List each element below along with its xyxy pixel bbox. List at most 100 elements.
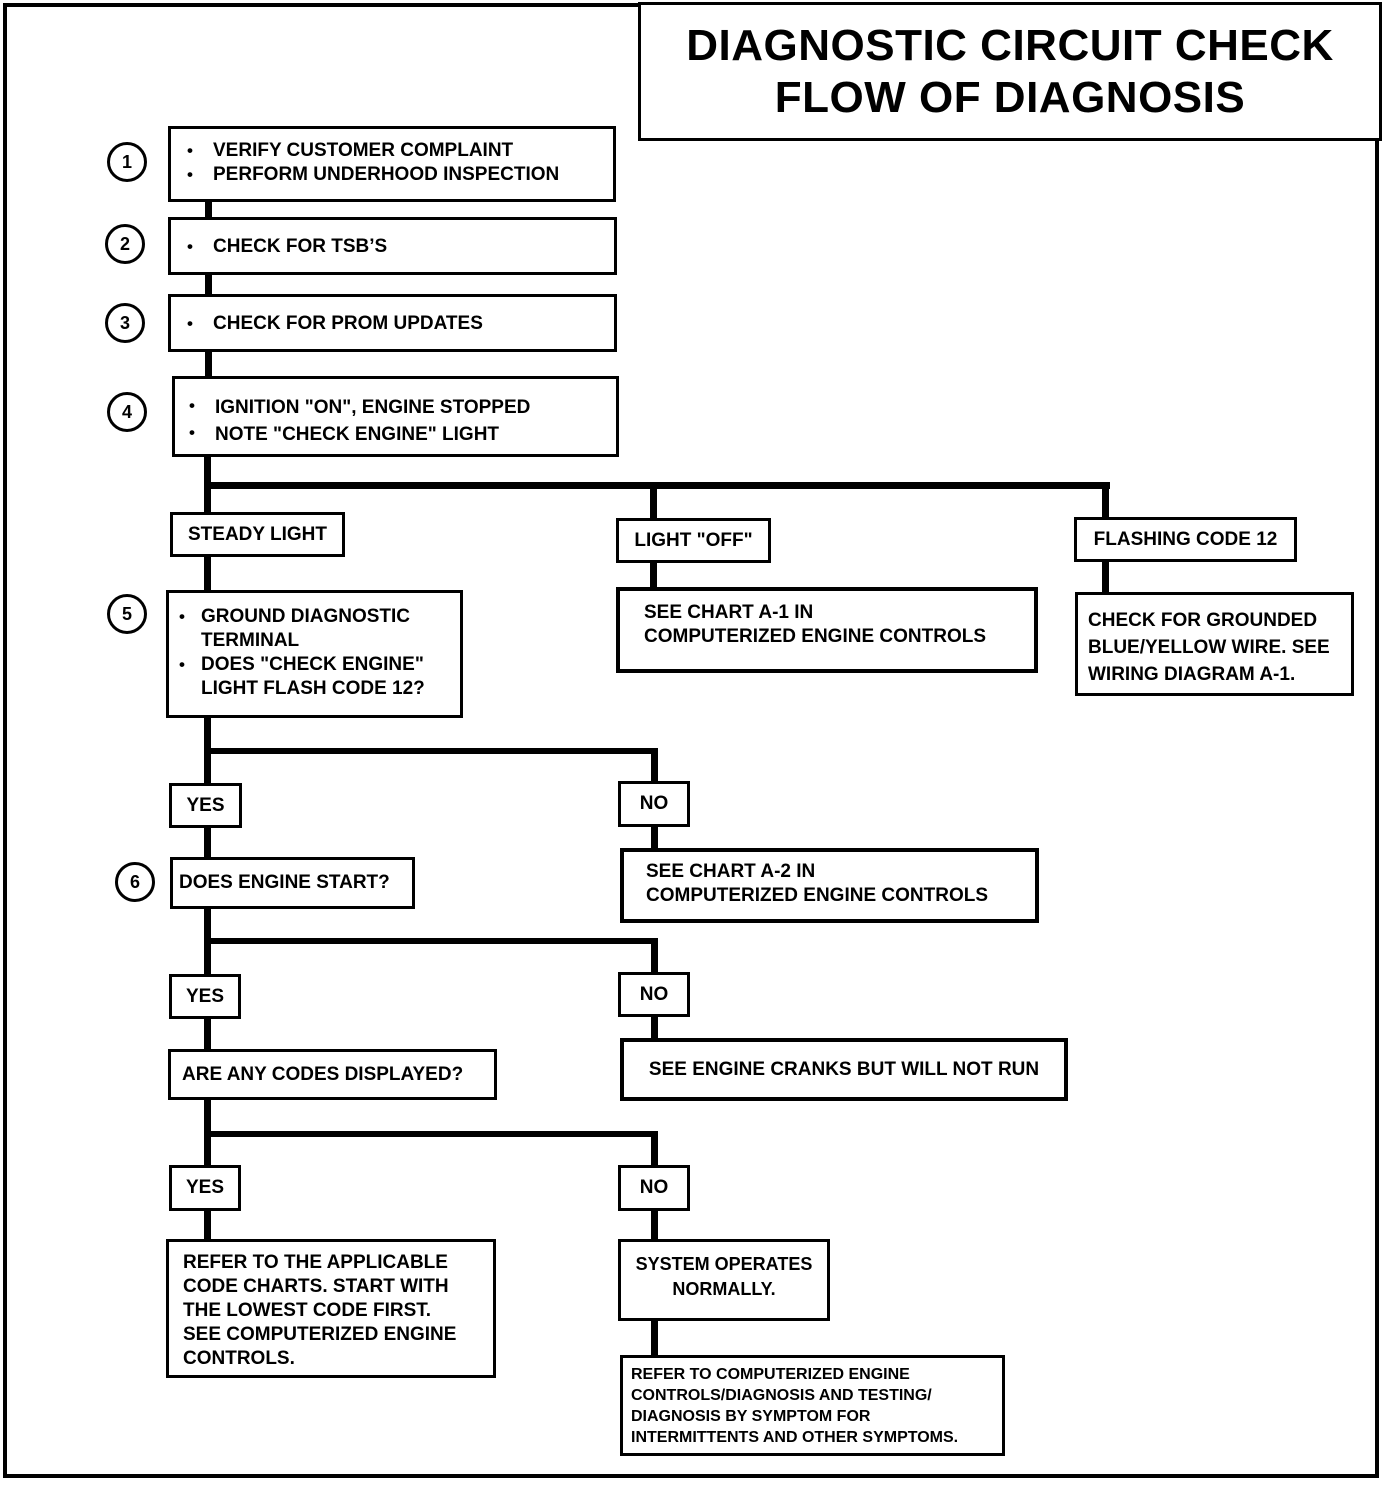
connector-main-trunk-1	[205, 200, 212, 380]
refer-symptoms-box: REFER TO COMPUTERIZED ENGINE CONTROLS/DI…	[620, 1355, 1005, 1456]
connector-step6-branch-bar	[204, 938, 658, 944]
step-6-box: DOES ENGINE START?	[170, 857, 415, 909]
codes-question-text: ARE ANY CODES DISPLAYED?	[182, 1063, 464, 1085]
step-5-yes-text: YES	[186, 794, 225, 816]
step-1-number: 1	[121, 151, 132, 172]
connector-steady-to-step5	[204, 555, 211, 593]
step-6-number-circle: 6	[115, 862, 155, 902]
step-3-box: •CHECK FOR PROM UPDATES	[168, 294, 617, 352]
step-4-box: •IGNITION "ON", ENGINE STOPPED • NOTE "CH…	[172, 376, 619, 457]
step-5-no-text: NO	[639, 793, 669, 814]
refer-symptoms-line-3: DIAGNOSIS BY SYMPTOM FOR	[631, 1408, 871, 1425]
connector-light-off-drop	[650, 482, 657, 522]
step-2-number-circle: 2	[105, 224, 145, 264]
operates-normally-line-1: SYSTEM OPERATES	[635, 1254, 813, 1274]
connector-no-to-cranks	[651, 1014, 658, 1042]
grounded-wire-line-1: CHECK FOR GROUNDED	[1088, 610, 1318, 631]
diagram-title: DIAGNOSTIC CIRCUIT CHECK FLOW OF DIAGNOS…	[638, 2, 1382, 141]
step-5-item-2-text-2: LIGHT FLASH CODE 12?	[201, 678, 425, 699]
step-5-number: 5	[121, 603, 132, 624]
title-line-2: FLOW OF DIAGNOSIS	[774, 72, 1246, 122]
connector-step4-branch-bar	[204, 482, 1110, 489]
refer-symptoms-line-1: REFER TO COMPUTERIZED ENGINE	[631, 1366, 910, 1383]
step-6-yes-text: YES	[185, 985, 225, 1007]
light-off-label: LIGHT "OFF"	[616, 518, 771, 563]
connector-step5-branch-bar	[204, 748, 658, 754]
steady-light-label: STEADY LIGHT	[170, 512, 345, 557]
steady-light-text: STEADY LIGHT	[188, 523, 327, 545]
step-5-item-1-text-2: TERMINAL	[201, 630, 300, 651]
connector-operates-to-refer	[651, 1318, 658, 1358]
step-2-item-1: • CHECK FOR TSB’S	[187, 235, 614, 259]
connector-yes-to-codes	[204, 1016, 211, 1052]
step-4-item-1: •IGNITION "ON", ENGINE STOPPED	[189, 394, 616, 421]
step-4-item-2-text: NOTE "CHECK ENGINE" LIGHT	[215, 424, 500, 445]
codes-yes-label: YES	[169, 1165, 241, 1211]
step-6-no-label: NO	[618, 972, 690, 1017]
chart-a1-line-2: COMPUTERIZED ENGINE CONTROLS	[644, 626, 987, 647]
step-6-number: 6	[129, 871, 140, 892]
step-5-item-2-cont: LIGHT FLASH CODE 12?	[179, 677, 460, 701]
chart-a1-box: SEE CHART A-1 IN COMPUTERIZED ENGINE CON…	[616, 587, 1038, 673]
step-5-item-1: • GROUND DIAGNOSTIC	[179, 605, 460, 629]
connector-no-to-a2	[651, 825, 658, 853]
step-2-box: • CHECK FOR TSB’S	[168, 217, 617, 275]
codes-question-box: ARE ANY CODES DISPLAYED?	[168, 1049, 497, 1100]
step-1-item-1: •VERIFY CUSTOMER COMPLAINT	[187, 139, 613, 163]
chart-a2-line-2: COMPUTERIZED ENGINE CONTROLS	[646, 885, 989, 906]
bullet-icon: •	[187, 165, 193, 184]
refer-symptoms-line-4: INTERMITTENTS AND OTHER SYMPTOMS.	[631, 1429, 959, 1446]
step-5-yes-label: YES	[169, 783, 242, 828]
step-6-text: DOES ENGINE START?	[179, 872, 390, 893]
grounded-wire-line-3: WIRING DIAGRAM A-1.	[1088, 664, 1296, 685]
flashing-code-label: FLASHING CODE 12	[1074, 517, 1297, 562]
chart-a2-box: SEE CHART A-2 IN COMPUTERIZED ENGINE CON…	[620, 848, 1039, 923]
code-charts-line-3: THE LOWEST CODE FIRST.	[183, 1300, 432, 1321]
step-4-item-2: • NOTE "CHECK ENGINE" LIGHT	[189, 421, 616, 448]
step-3-item-1: •CHECK FOR PROM UPDATES	[187, 312, 614, 336]
step-1-box: •VERIFY CUSTOMER COMPLAINT • PERFORM UNDE…	[168, 126, 616, 202]
grounded-wire-box: CHECK FOR GROUNDED BLUE/YELLOW WIRE. SEE…	[1075, 592, 1354, 696]
bullet-icon: •	[187, 314, 193, 333]
connector-step5-no-drop	[651, 748, 658, 784]
step-6-no-text: NO	[639, 983, 669, 1005]
bullet-icon: •	[189, 396, 195, 415]
light-off-text: LIGHT "OFF"	[634, 529, 753, 551]
step-1-number-circle: 1	[107, 142, 147, 182]
step-4-number: 4	[121, 401, 132, 422]
codes-yes-text: YES	[185, 1177, 225, 1198]
step-6-yes-label: YES	[169, 974, 241, 1019]
bullet-icon: •	[189, 423, 195, 442]
bullet-icon: •	[179, 607, 185, 626]
step-5-item-1-cont: TERMINAL	[179, 629, 460, 653]
step-4-number-circle: 4	[107, 392, 147, 432]
cranks-no-run-box: SEE ENGINE CRANKS BUT WILL NOT RUN	[620, 1038, 1068, 1101]
step-5-number-circle: 5	[107, 594, 147, 634]
connector-flashing-to-grounded	[1102, 560, 1109, 595]
connector-yes-to-step6	[204, 825, 211, 860]
connector-light-off-to-a1	[650, 560, 657, 590]
title-line-1: DIAGNOSTIC CIRCUIT CHECK	[686, 20, 1334, 70]
code-charts-line-2: CODE CHARTS. START WITH	[183, 1276, 449, 1297]
step-1-item-2: • PERFORM UNDERHOOD INSPECTION	[187, 163, 613, 187]
step-5-box: • GROUND DIAGNOSTIC TERMINAL •DOES "CHECK…	[166, 590, 463, 718]
operates-normally-line-2: NORMALLY.	[672, 1279, 776, 1299]
step-3-number: 3	[119, 312, 130, 333]
connector-yes-to-code-charts	[204, 1208, 211, 1242]
step-5-no-label: NO	[618, 781, 690, 827]
chart-a1-line-1: SEE CHART A-1 IN	[644, 602, 814, 623]
code-charts-line-4: SEE COMPUTERIZED ENGINE	[183, 1324, 457, 1345]
codes-no-label: NO	[618, 1165, 690, 1211]
step-5-item-2-text: DOES "CHECK ENGINE"	[201, 654, 424, 675]
step-1-item-2-text: PERFORM UNDERHOOD INSPECTION	[213, 164, 560, 185]
bullet-icon: •	[187, 141, 193, 160]
step-5-item-2: •DOES "CHECK ENGINE"	[179, 653, 460, 677]
step-2-item-1-text: CHECK FOR TSB’S	[213, 236, 388, 257]
code-charts-line-5: CONTROLS.	[183, 1348, 295, 1369]
connector-codes-no-drop	[651, 1131, 658, 1169]
cranks-no-run-text: SEE ENGINE CRANKS BUT WILL NOT RUN	[648, 1058, 1040, 1080]
bullet-icon: •	[187, 237, 193, 256]
code-charts-box: REFER TO THE APPLICABLE CODE CHARTS. STA…	[166, 1239, 496, 1378]
step-5-item-1-text: GROUND DIAGNOSTIC	[201, 606, 410, 627]
operates-normally-box: SYSTEM OPERATES NORMALLY.	[618, 1239, 830, 1321]
